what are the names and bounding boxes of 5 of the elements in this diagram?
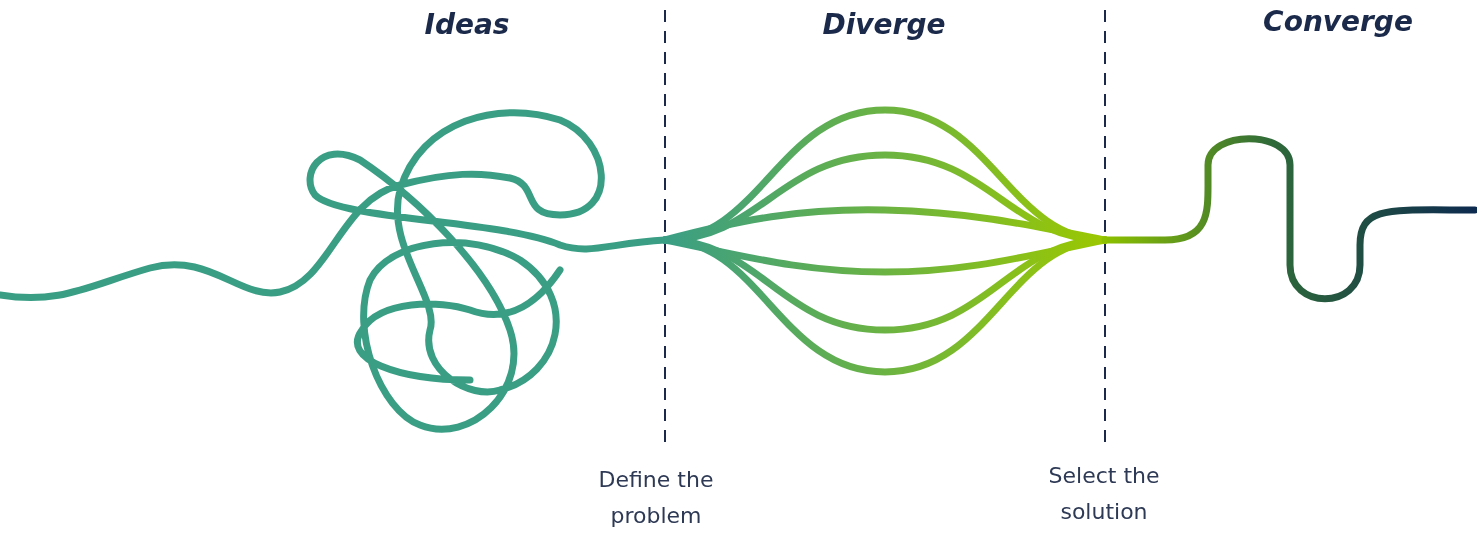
heading: Diverge (822, 8, 946, 41)
heading: Converge (1263, 5, 1413, 38)
milestone-label: Define the problem (597, 466, 715, 530)
heading: Ideas (424, 8, 510, 41)
milestone-label: Select the solution (1047, 462, 1161, 526)
